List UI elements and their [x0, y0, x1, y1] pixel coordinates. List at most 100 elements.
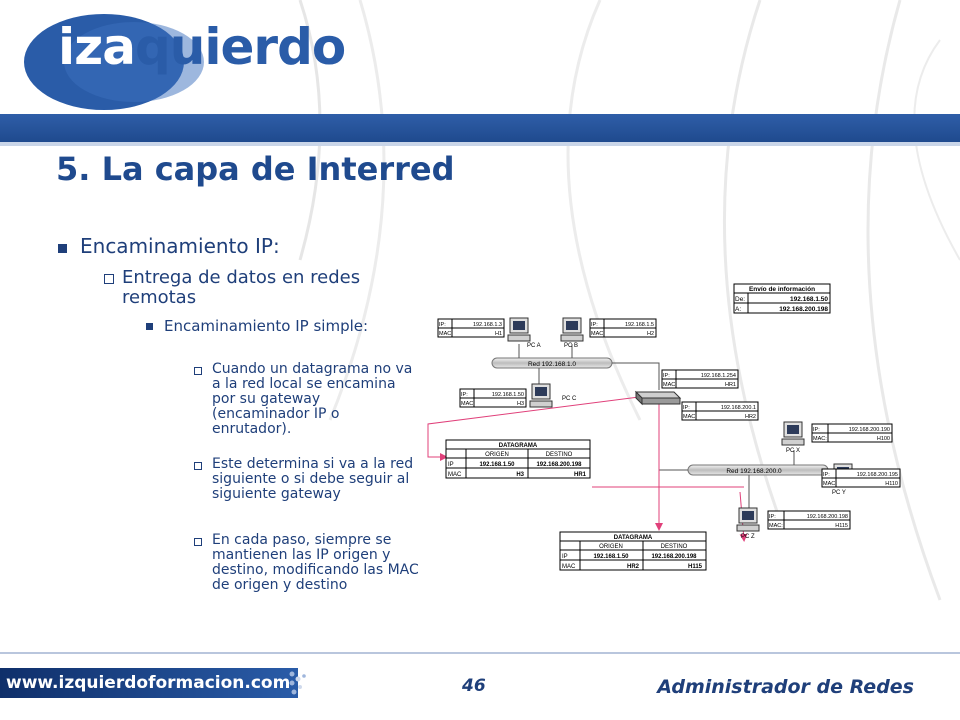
svg-text:HR1: HR1	[574, 472, 587, 478]
svg-text:192.168.1.50: 192.168.1.50	[479, 462, 515, 468]
svg-text:192.168.1.3: 192.168.1.3	[473, 322, 502, 328]
bullet-level4-item: Este determina si va a la red siguiente …	[212, 456, 414, 502]
svg-text:H1: H1	[495, 331, 502, 337]
pc-icon	[736, 507, 760, 532]
svg-text:IP:: IP:	[439, 322, 446, 328]
page-number: 46	[462, 676, 486, 696]
pc-icon	[560, 317, 584, 342]
svg-text:192.168.1.5: 192.168.1.5	[625, 322, 654, 328]
network-diagram: Envío de información De: 192.168.1.50 A:…	[427, 283, 901, 571]
bullet-level4-item: En cada paso, siempre se mantienen las I…	[212, 532, 419, 593]
pc-b-label: PC B	[564, 343, 578, 349]
svg-text:MAC:: MAC:	[663, 382, 677, 388]
svg-text:MAC:: MAC:	[813, 436, 827, 442]
svg-text:192.168.200.195: 192.168.200.195	[857, 472, 898, 478]
svg-text:DATAGRAMA: DATAGRAMA	[499, 443, 538, 449]
svg-text:H2: H2	[647, 331, 654, 337]
svg-text:MAC:: MAC:	[769, 523, 783, 529]
svg-text:192.168.200.1: 192.168.200.1	[721, 405, 756, 411]
host-info-box-pcb: IP: MAC: 192.168.1.5H2	[589, 318, 657, 338]
bullet-level4-item: Cuando un datagrama no va a la red local…	[212, 361, 413, 437]
svg-text:H3: H3	[517, 401, 524, 407]
svg-text:H3: H3	[516, 472, 524, 478]
svg-text:192.168.200.190: 192.168.200.190	[849, 427, 890, 433]
envio-de-label: De:	[735, 296, 745, 303]
svg-text:IP:: IP:	[769, 514, 776, 520]
pc-icon	[781, 421, 805, 446]
footer-course-title: Administrador de Redes	[657, 676, 914, 698]
svg-text:HR2: HR2	[627, 564, 640, 570]
pc-x-label: PC X	[786, 448, 800, 454]
pc-icon	[529, 383, 553, 408]
svg-text:192.168.1.50: 192.168.1.50	[492, 392, 524, 398]
footer-dots-icon	[289, 671, 306, 695]
pc-icon	[507, 317, 531, 342]
svg-text:MAC:: MAC:	[591, 331, 605, 337]
svg-text:H110: H110	[885, 481, 898, 487]
envio-a-value: 192.168.200.198	[779, 306, 828, 313]
svg-text:IP: IP	[562, 554, 568, 560]
svg-text:192.168.200.198: 192.168.200.198	[807, 514, 848, 520]
logo-wordmark: izaquierdo	[58, 18, 346, 76]
envio-info-box: Envío de información De: 192.168.1.50 A:…	[733, 283, 831, 314]
svg-text:IP:: IP:	[823, 472, 830, 478]
svg-text:H100: H100	[877, 436, 890, 442]
svg-text:IP:: IP:	[683, 405, 690, 411]
svg-text:MAC:: MAC:	[683, 414, 697, 420]
svg-text:IP:: IP:	[461, 392, 468, 398]
svg-text:MAC: MAC	[562, 564, 576, 570]
bullet-square	[58, 244, 67, 253]
header-band	[0, 114, 960, 142]
svg-text:IP:: IP:	[663, 373, 670, 379]
envio-a-label: A:	[735, 306, 741, 313]
envio-title: Envío de información	[749, 286, 815, 293]
router-icon	[634, 390, 682, 406]
envio-de-value: 192.168.1.50	[790, 296, 828, 303]
svg-text:192.168.1.254: 192.168.1.254	[701, 373, 736, 379]
pc-z-label: PC Z	[741, 534, 755, 540]
pc-a-label: PC A	[527, 343, 541, 349]
footer-divider	[0, 652, 960, 654]
header-band-line	[0, 142, 960, 146]
svg-text:H115: H115	[688, 564, 703, 570]
flow-arrows	[427, 396, 748, 542]
svg-text:MAC:: MAC:	[439, 331, 453, 337]
datagram-table-1: DATAGRAMA ORIGEN DESTINO IP MAC 192.168.…	[445, 439, 591, 479]
company-logo	[24, 14, 204, 110]
bullet-hollow-square-small	[194, 462, 202, 470]
datagram-table-2: DATAGRAMA ORIGEN DESTINO IP MAC 192.168.…	[559, 531, 707, 571]
svg-text:ORIGEN: ORIGEN	[599, 544, 623, 550]
bullet-hollow-square-small	[194, 538, 202, 546]
svg-text:HR1: HR1	[725, 382, 736, 388]
svg-text:ORIGEN: ORIGEN	[485, 452, 509, 458]
slide-title: 5. La capa de Interred	[56, 150, 455, 188]
footer-url[interactable]: www.izquierdoformacion.com	[6, 673, 291, 693]
bullet-hollow-square-small	[194, 367, 202, 375]
bullet-hollow-square	[104, 274, 114, 284]
svg-text:192.168.200.198: 192.168.200.198	[536, 462, 582, 468]
bullet-level3: Encaminamiento IP simple:	[164, 317, 369, 335]
svg-text:H115: H115	[835, 523, 848, 529]
bullet-level1: Encaminamiento IP:	[80, 234, 280, 258]
host-info-box-pca: IP: MAC: 192.168.1.3H1	[437, 318, 505, 338]
bullet-level2: Entrega de datos en redes remotas	[122, 267, 361, 308]
svg-text:MAC:: MAC:	[461, 401, 475, 407]
svg-text:IP:: IP:	[813, 427, 820, 433]
svg-text:192.168.200.198: 192.168.200.198	[651, 554, 697, 560]
svg-text:IP: IP	[448, 462, 454, 468]
bullet-square-small	[146, 323, 153, 330]
svg-text:MAC: MAC	[448, 472, 462, 478]
network-a-label: Red 192.168.1.0	[528, 361, 576, 368]
svg-text:DESTINO: DESTINO	[546, 452, 573, 458]
pc-c-label: PC C	[562, 396, 577, 402]
footer-url-bar	[0, 668, 298, 698]
svg-text:IP:: IP:	[591, 322, 598, 328]
network-b-label: Red 192.168.200.0	[726, 468, 782, 475]
svg-text:DATAGRAMA: DATAGRAMA	[614, 535, 653, 541]
